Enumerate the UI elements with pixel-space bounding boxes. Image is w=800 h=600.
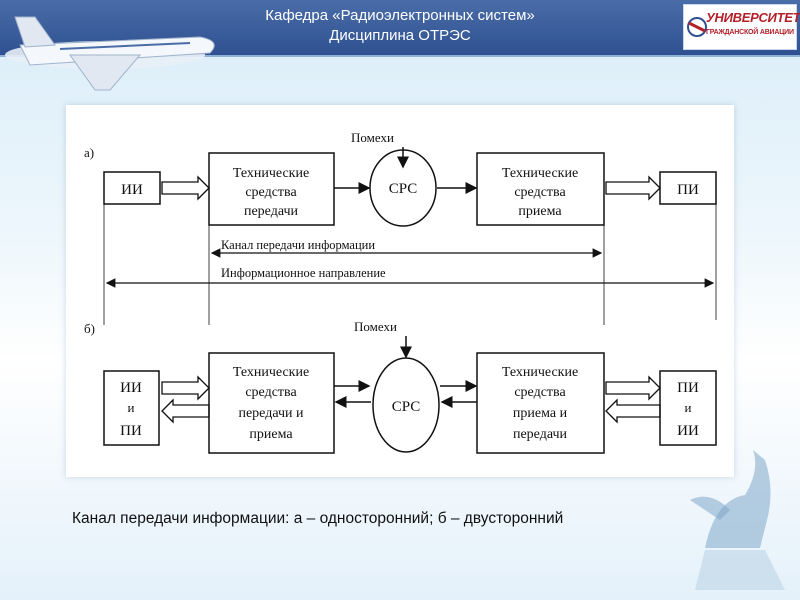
part-a-medium-label: СРС	[389, 181, 418, 197]
header-bar: Кафедра «Радиоэлектронных систем» Дисцип…	[0, 0, 800, 91]
part-a-source-box	[103, 171, 161, 205]
logo-name: УНИВЕРСИТЕТ	[706, 10, 800, 25]
part-b-tx-line4: приема	[249, 427, 293, 442]
part-a-tx-line2: средства	[245, 185, 297, 200]
part-b-rx-line2: средства	[514, 385, 566, 400]
part-b-tx-box	[208, 352, 335, 454]
logo-subtitle: ГРАЖДАНСКОЙ АВИАЦИИ	[706, 29, 794, 36]
part-a-source-label: ИИ	[121, 182, 143, 198]
part-a-direction-label: Информационное направление	[221, 266, 386, 280]
part-b-rx-line1: Технические	[502, 365, 578, 380]
university-logo: УНИВЕРСИТЕТ ГРАЖДАНСКОЙ АВИАЦИИ	[683, 4, 800, 50]
part-a-rx-line3: приема	[518, 204, 562, 219]
part-b-right-box	[659, 370, 717, 446]
part-a-rx-line1: Технические	[502, 166, 578, 181]
part-b-left-line3: ПИ	[120, 423, 142, 439]
part-b-tx-line3: передачи и	[238, 406, 304, 421]
part-a-receiver-label: ПИ	[677, 182, 699, 198]
part-b-left-box	[103, 370, 160, 446]
part-a-label: а)	[84, 145, 94, 160]
channel-diagram: а) Помехи ИИ Технические средства переда…	[84, 130, 717, 454]
part-b-left-line2: и	[128, 400, 135, 415]
part-b-rx-box	[476, 352, 605, 454]
part-a-rx-box	[476, 152, 605, 226]
department-title: Кафедра «Радиоэлектронных систем»	[265, 7, 535, 24]
part-b-hollow-arrow-left-2	[605, 398, 661, 424]
diagram-panel: а) Помехи ИИ Технические средства переда…	[66, 105, 734, 477]
part-b-hollow-arrow-left-1	[161, 398, 210, 424]
part-a-channel-label: Канал передачи информации	[221, 238, 375, 252]
part-b-tx-line2: средства	[245, 385, 297, 400]
part-a-tx-box	[208, 152, 335, 226]
part-b-hollow-arrow-right-1	[161, 375, 210, 401]
part-a-hollow-arrow-2	[605, 175, 661, 201]
part-a-medium-circle	[369, 149, 437, 227]
discipline-title: Дисциплина ОТРЭС	[329, 27, 471, 44]
diagram-caption: Канал передачи информации: а – односторо…	[72, 510, 564, 527]
part-b-rx-line4: передачи	[513, 427, 568, 442]
part-a-noise-label: Помехи	[351, 130, 394, 145]
part-a-hollow-arrow-1	[161, 175, 210, 201]
globe-icon	[687, 17, 707, 37]
part-a-tx-line3: передачи	[244, 204, 299, 219]
part-b-right-line1: ПИ	[677, 380, 699, 396]
part-b-rx-line3: приема и	[513, 406, 568, 421]
part-b-medium-label: СРС	[392, 399, 421, 415]
part-a-rx-line2: средства	[514, 185, 566, 200]
part-b-right-line3: ИИ	[677, 423, 699, 439]
monument-silhouette-icon	[690, 450, 785, 590]
part-b-tx-line1: Технические	[233, 365, 309, 380]
part-b-hollow-arrow-right-2	[605, 375, 661, 401]
part-b-label: б)	[84, 321, 95, 336]
part-a-receiver-box	[659, 171, 717, 205]
part-b-medium-circle	[372, 357, 440, 453]
airplane-icon	[5, 16, 215, 91]
part-b-left-line1: ИИ	[120, 380, 142, 396]
part-a-tx-line1: Технические	[233, 166, 309, 181]
part-b-noise-label: Помехи	[354, 319, 397, 334]
header-title: Кафедра «Радиоэлектронных систем» Дисцип…	[190, 6, 610, 46]
part-b-right-line2: и	[685, 400, 692, 415]
